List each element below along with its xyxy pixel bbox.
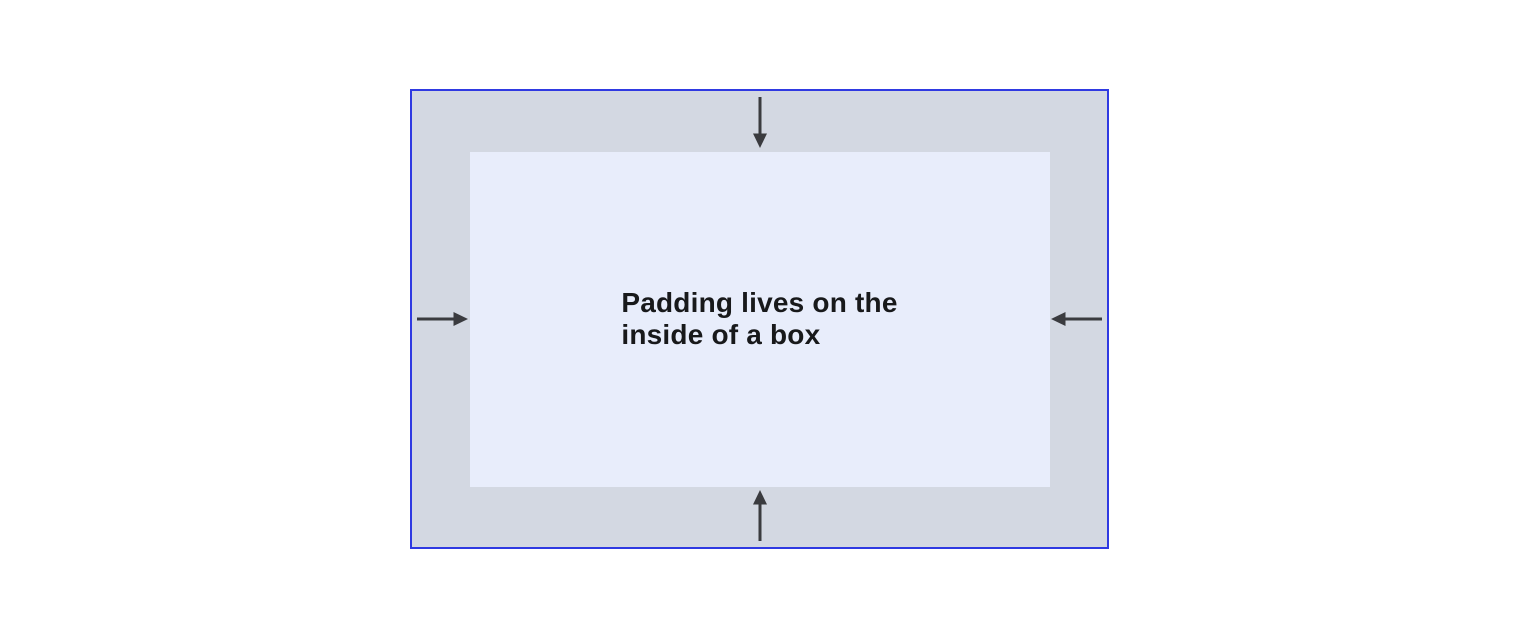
padding-label-line2: inside of a box [621,319,821,350]
arrow-down-icon [752,97,767,148]
arrow-up-icon [752,490,767,541]
padding-area-box: Padding lives on the inside of a box [410,89,1109,549]
arrow-left-icon [1051,312,1102,326]
padding-label-line1: Padding lives on the [621,287,898,318]
padding-label: Padding lives on the inside of a box [621,287,897,351]
arrow-right-icon [417,312,468,326]
content-box: Padding lives on the inside of a box [469,151,1050,487]
